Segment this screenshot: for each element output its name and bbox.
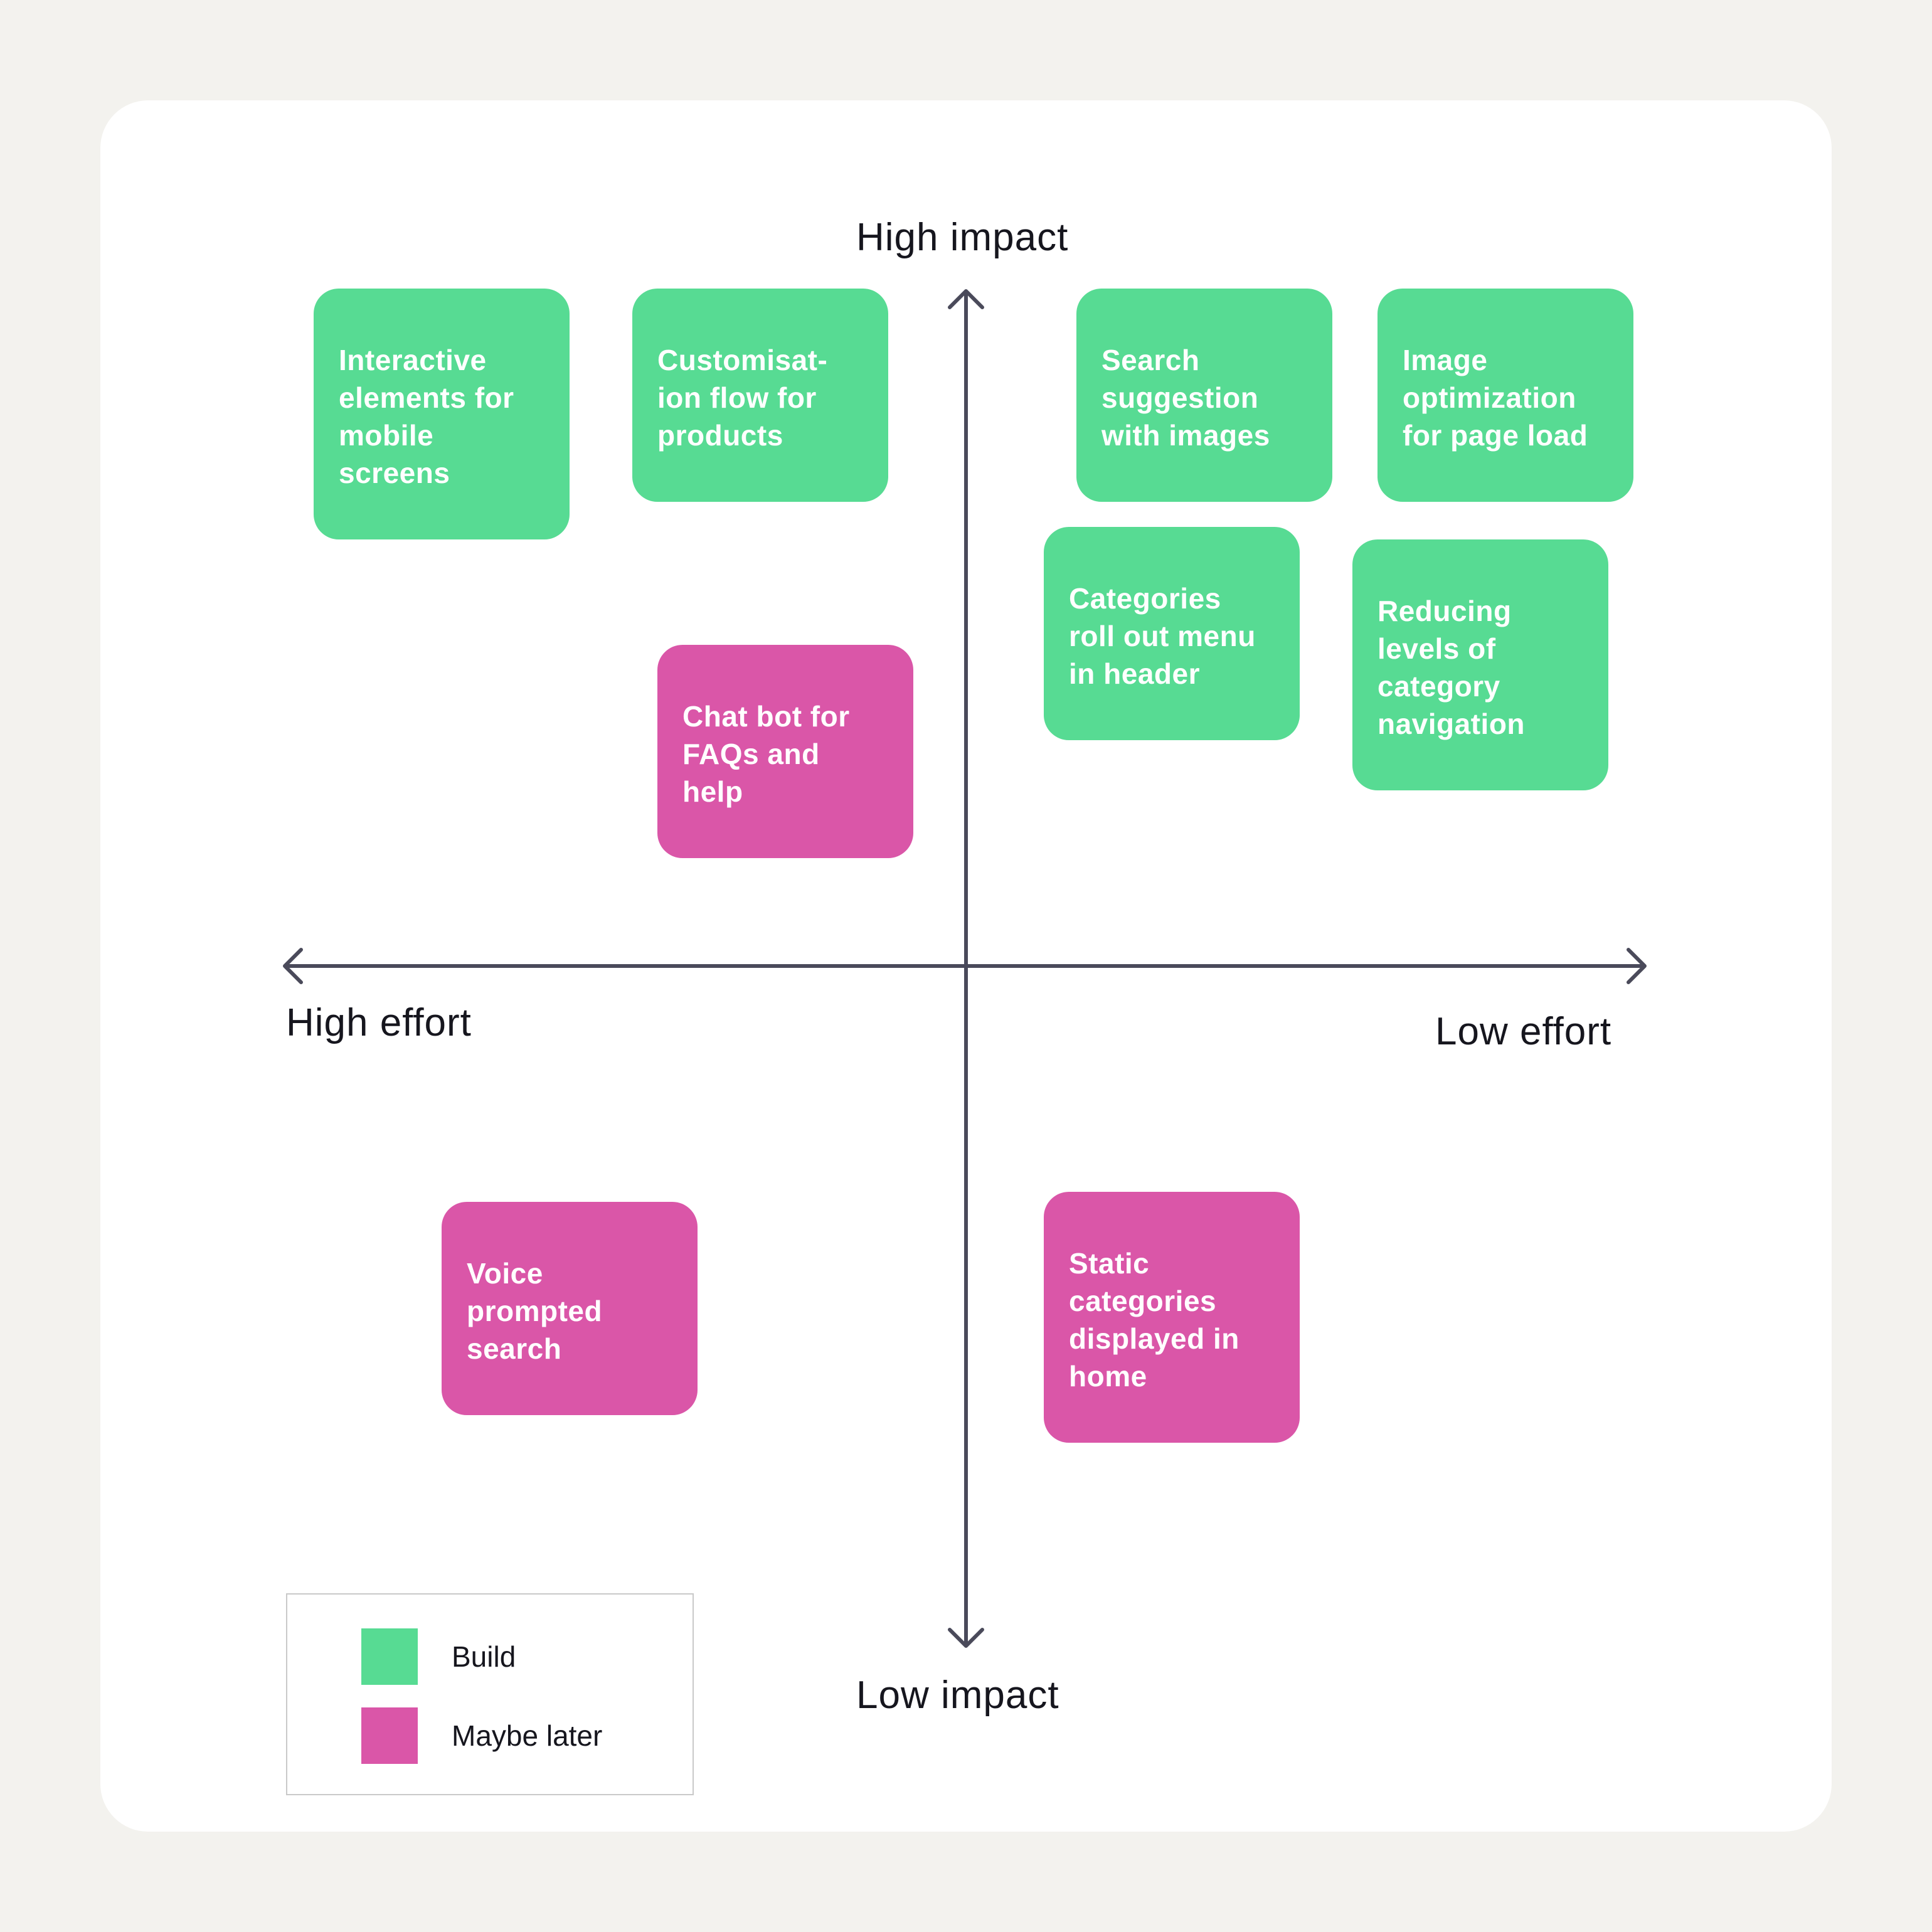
arrow-left-icon	[283, 948, 303, 984]
card-line: with images	[1101, 419, 1270, 452]
card-line: Interactive	[339, 344, 487, 376]
idea-card-static-categories[interactable]: Static categories displayed in home	[1044, 1192, 1300, 1443]
card-line: elements for	[339, 381, 514, 414]
card-line: Image	[1403, 344, 1488, 376]
arrow-down-icon	[948, 1628, 984, 1648]
build-swatch-icon	[361, 1628, 418, 1685]
card-line: search	[467, 1332, 562, 1365]
idea-card-reducing-levels[interactable]: Reducing levels of category navigation	[1352, 539, 1608, 790]
idea-card-voice-search[interactable]: Voice prompted search	[442, 1202, 698, 1415]
card-line: category	[1377, 670, 1500, 703]
arrow-up-icon	[948, 289, 984, 309]
card-line: FAQs and	[682, 738, 820, 770]
axis-label-low-impact: Low impact	[856, 1674, 1059, 1717]
card-line: ion flow for	[657, 381, 817, 414]
idea-card-interactive-elements[interactable]: Interactive elements for mobile screens	[314, 289, 570, 539]
legend-label: Maybe later	[452, 1719, 603, 1752]
legend: Build Maybe later	[286, 1593, 694, 1795]
card-line: Chat bot for	[682, 700, 850, 733]
card-line: suggestion	[1101, 381, 1259, 414]
arrow-right-icon	[1627, 948, 1647, 984]
card-line: Search	[1101, 344, 1200, 376]
axis-label-high-effort: High effort	[286, 1001, 472, 1044]
card-line: Reducing	[1377, 595, 1512, 627]
card-line: Categories	[1069, 582, 1221, 615]
card-line: Customisat-	[657, 344, 828, 376]
idea-card-image-optimization[interactable]: Image optimization for page load	[1377, 289, 1633, 502]
idea-card-chat-bot[interactable]: Chat bot for FAQs and help	[657, 645, 913, 858]
card-line: navigation	[1377, 708, 1526, 740]
card-line: products	[657, 419, 783, 452]
idea-card-customisation-flow[interactable]: Customisat- ion flow for products	[632, 289, 888, 502]
card-line: for page load	[1403, 419, 1588, 452]
card-line: Voice	[467, 1257, 543, 1290]
card-line: mobile	[339, 419, 434, 452]
card-line: optimization	[1403, 381, 1576, 414]
legend-label: Build	[452, 1640, 516, 1673]
axis-label-high-impact: High impact	[856, 216, 1069, 259]
card-line: help	[682, 775, 743, 808]
card-line: home	[1069, 1360, 1147, 1393]
card-line: levels of	[1377, 632, 1496, 665]
card-line: in header	[1069, 657, 1201, 690]
card-line: Static	[1069, 1247, 1150, 1280]
maybe-later-swatch-icon	[361, 1707, 418, 1764]
card-line: displayed in	[1069, 1322, 1239, 1355]
idea-card-categories-menu[interactable]: Categories roll out menu in header	[1044, 527, 1300, 740]
idea-card-search-suggestion[interactable]: Search suggestion with images	[1076, 289, 1332, 502]
card-line: prompted	[467, 1295, 603, 1327]
card-line: screens	[339, 457, 450, 489]
card-line: roll out menu	[1069, 620, 1256, 652]
card-line: categories	[1069, 1285, 1217, 1317]
axis-label-low-effort: Low effort	[1435, 1010, 1612, 1053]
